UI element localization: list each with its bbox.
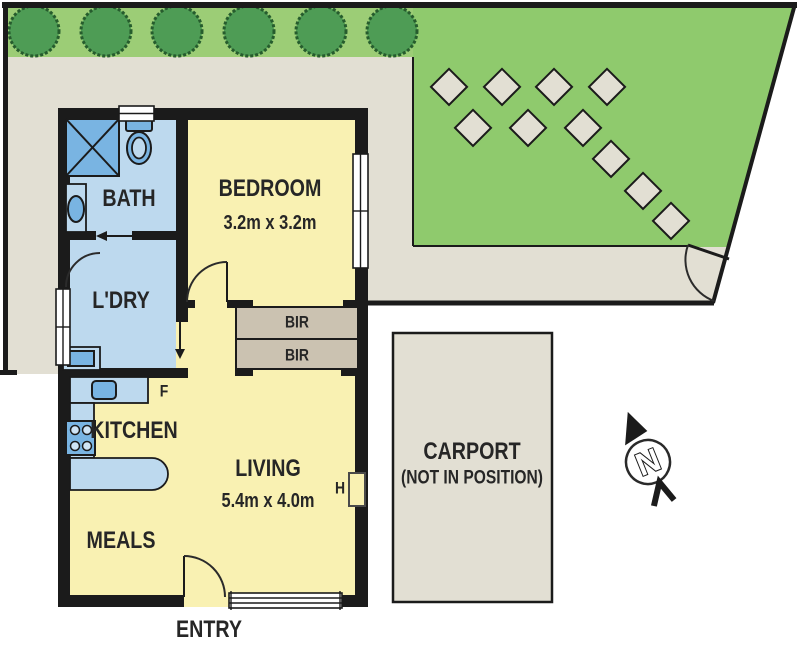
wall-bath-bedroom [176, 108, 188, 322]
fridge-label: F [159, 381, 169, 401]
paver-icon [623, 171, 663, 211]
wall-bath-laundry-a [58, 231, 96, 240]
boundary-right-slope [711, 3, 797, 304]
paver-icon [591, 139, 631, 179]
shower-icon [65, 118, 120, 177]
gate-swing-arc [684, 244, 715, 302]
paver-icon [429, 67, 469, 107]
entry-door-opening [184, 595, 231, 607]
paver-icon [482, 67, 522, 107]
laundry-label: L'DRY [92, 287, 150, 314]
garden-pavers [429, 67, 691, 241]
vanity-basin-icon [65, 183, 87, 233]
bir-bottom-label: BIR [284, 345, 310, 365]
wall-bath-laundry-b [132, 231, 188, 240]
wall-bir-stub-left [235, 369, 253, 376]
paver-icon [508, 108, 548, 148]
living-label: LIVING [235, 455, 301, 482]
laundry-trough-icon [62, 346, 101, 371]
bath-direction-arrow [96, 231, 133, 241]
bath-window [118, 105, 155, 122]
bedroom-dimensions: 3.2m x 3.2m [223, 212, 317, 234]
paver-icon [587, 67, 627, 107]
tree-icon [365, 4, 419, 58]
gate-leaf [687, 243, 730, 261]
tree-icon [294, 4, 348, 58]
tree-icon [222, 4, 276, 58]
cooktop-icon [65, 420, 96, 456]
hedge-strip [8, 8, 413, 57]
garden-lawn [413, 8, 794, 247]
bedroom-label: BEDROOM [218, 175, 322, 202]
kitchen-bench [65, 376, 169, 491]
bir-top-label: BIR [284, 312, 310, 332]
north-arrow-icon: N [624, 411, 677, 507]
paver-icon [651, 201, 691, 241]
boundary-left-end [0, 370, 17, 375]
built-in-robes [235, 306, 359, 370]
paver-icon [453, 108, 493, 148]
wall-bir-stub-right [341, 369, 358, 376]
tree-icon [79, 4, 133, 58]
wall-bedroom-living-c [343, 300, 368, 308]
wall-laundry-kitchen [58, 368, 188, 378]
carport-label: CARPORT [423, 438, 521, 465]
carport-note-label: (NOT IN POSITION) [401, 467, 543, 489]
entry-label: ENTRY [176, 616, 242, 643]
paver-icon [534, 67, 574, 107]
heater-label: H [334, 478, 346, 498]
laundry-window [55, 288, 71, 366]
wall-bedroom-living-b [227, 300, 253, 308]
hedge-trees [7, 4, 419, 58]
entry-door [183, 555, 226, 598]
kitchen-direction-arrow [175, 322, 185, 359]
house [55, 105, 369, 610]
toilet-icon [125, 116, 153, 165]
boundary-left [3, 8, 8, 374]
living-window [228, 591, 343, 610]
carport-outline [391, 331, 554, 604]
living-dimensions: 5.4m x 4.0m [221, 490, 315, 512]
kitchen-sink-icon [91, 380, 117, 400]
meals-label: MEALS [86, 527, 156, 554]
tree-icon [7, 4, 61, 58]
wall-bedroom-living-a [176, 300, 195, 308]
bedroom-door [186, 261, 228, 303]
heater-icon [348, 472, 366, 507]
tree-icon [150, 4, 204, 58]
paver-icon [563, 108, 603, 148]
boundary-top [2, 2, 797, 8]
bath-label: BATH [102, 185, 156, 212]
bedroom-window [352, 153, 369, 269]
kitchen-label: KITCHEN [90, 417, 178, 444]
bath-door [65, 252, 101, 288]
